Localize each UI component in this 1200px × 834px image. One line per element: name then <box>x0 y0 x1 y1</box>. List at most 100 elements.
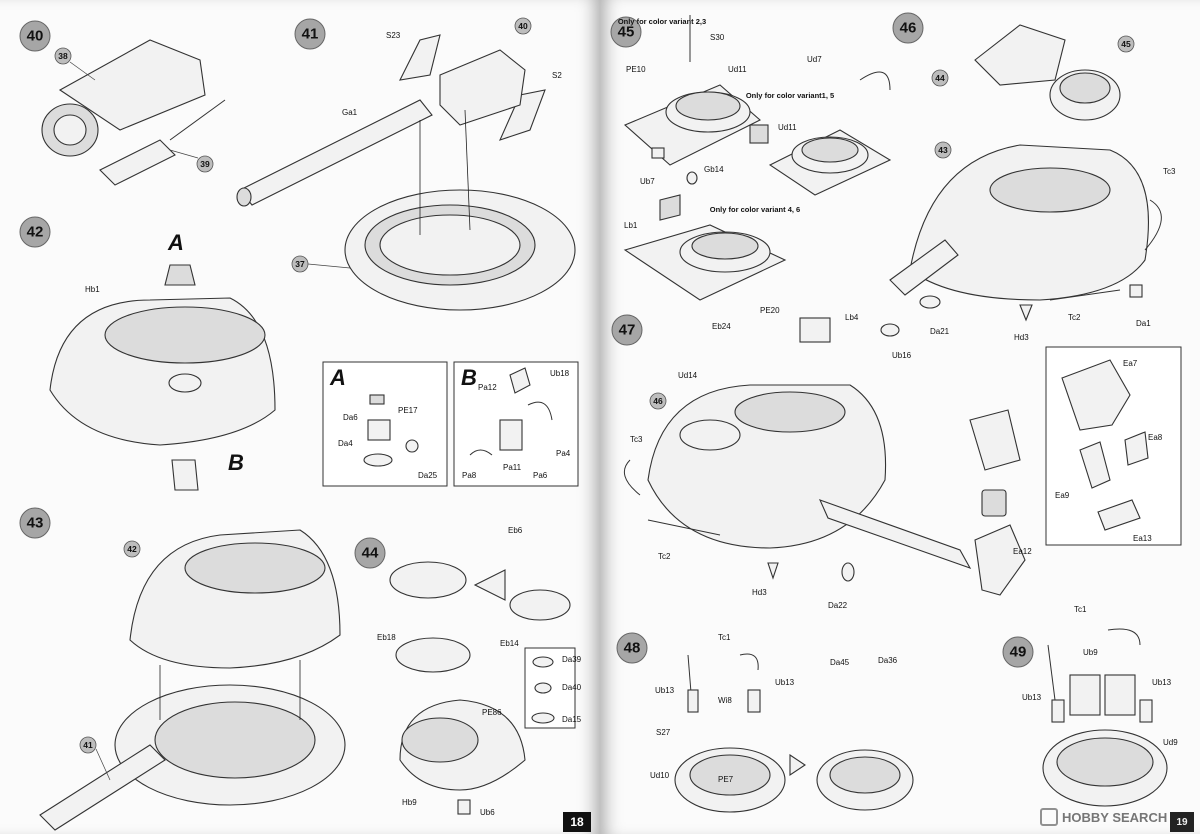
label-eb24: Eb24 <box>712 322 731 331</box>
step-40-badge <box>19 20 51 52</box>
cupola-46 <box>679 419 741 451</box>
cupola-ring-lb1-inner <box>691 232 759 260</box>
callout-b: B <box>228 450 244 475</box>
label-ud9: Ud9 <box>1163 738 1178 747</box>
label-pe7: PE7 <box>718 775 734 784</box>
label-ea8: Ea8 <box>1148 433 1163 442</box>
ref-41-badge <box>79 736 97 754</box>
label-tc1: Tc1 <box>718 633 731 642</box>
ref-39-badge <box>196 155 214 173</box>
cupola-ring-ud11-b-inner <box>801 137 859 163</box>
label-ea13: Ea13 <box>1133 534 1152 543</box>
coax-mg <box>99 139 176 186</box>
breech-block <box>439 49 526 126</box>
watermark-text: HOBBY SEARCH <box>1062 809 1168 825</box>
label-ub18: Ub18 <box>550 369 570 378</box>
turret-shell-opening <box>184 542 326 594</box>
ub13-left <box>687 689 699 713</box>
step-43-number: 43 <box>27 515 44 532</box>
label-pa6: Pa6 <box>533 471 548 480</box>
gb14-part <box>686 171 698 185</box>
label-pa11: Pa11 <box>503 463 522 472</box>
leader-39 <box>169 149 199 159</box>
hobby-search-logo-icon <box>1040 808 1058 826</box>
da4-part <box>363 453 393 467</box>
hatch-ub9-left <box>1069 674 1101 716</box>
detail-a-letter: A <box>329 365 346 390</box>
left-page: 40 38 39 41 S23 S2 Ga1 40 37 <box>0 0 600 834</box>
step-48: 48 Tc1 Ub13 Ub13 Wi8 S27 Ud10 PE7 Da45 D… <box>616 632 914 813</box>
alt-arrow-icon-47 <box>981 489 1007 517</box>
da6-part <box>367 419 391 441</box>
tc3-rail <box>623 459 641 496</box>
tc2-rail <box>647 519 721 536</box>
da22-part <box>841 562 855 582</box>
label-s2: S2 <box>552 71 562 80</box>
label-eb18: Eb18 <box>377 633 396 642</box>
pa12-part <box>509 367 531 394</box>
label-da36: Da36 <box>878 656 898 665</box>
label-eb14: Eb14 <box>500 639 519 648</box>
right-page: 45 Only for color variant 2,3 S30 PE10 U… <box>600 0 1200 834</box>
label-da21: Da21 <box>930 327 950 336</box>
mantlet-ea8 <box>1124 431 1149 466</box>
label-tc1-49: Tc1 <box>1074 605 1087 614</box>
detail-b-letter: B <box>461 365 477 390</box>
label-pe10: PE10 <box>626 65 646 74</box>
hd3-part-47 <box>767 562 779 580</box>
hatch-assembled-inner <box>829 756 901 794</box>
edge-page-number: 19 <box>1170 812 1194 832</box>
label-ub13-left: Ub13 <box>655 686 675 695</box>
tc1-handle-right <box>739 653 759 671</box>
step-44-badge <box>354 537 386 569</box>
label-tc2: Tc2 <box>1068 313 1081 322</box>
da15-part <box>531 712 555 724</box>
ref-39: 39 <box>200 159 210 169</box>
label-pe20: PE20 <box>760 306 780 315</box>
lb4-part <box>799 317 831 343</box>
label-hb9: Hb9 <box>402 798 417 807</box>
leader-37 <box>307 263 351 269</box>
label-s30: S30 <box>710 33 725 42</box>
label-da39: Da39 <box>562 655 582 664</box>
direction-arrow <box>473 569 506 601</box>
step-43: 43 42 41 <box>19 507 346 831</box>
label-hb1: Hb1 <box>85 285 100 294</box>
ub6-part <box>457 799 471 815</box>
label-tc3: Tc3 <box>1163 167 1176 176</box>
da39-part <box>532 656 554 668</box>
ref-42-badge <box>123 540 141 558</box>
da1-part <box>1129 284 1143 298</box>
label-ud10: Ud10 <box>650 771 670 780</box>
hobby-search-watermark: HOBBY SEARCH <box>1040 806 1167 828</box>
da40-part <box>534 682 552 694</box>
pe17-part <box>369 394 385 405</box>
step-42-badge <box>19 216 51 248</box>
mantlet-half-s23 <box>399 34 441 81</box>
gun-mantlet-bore <box>53 114 87 146</box>
label-eb6: Eb6 <box>508 526 523 535</box>
label-da4: Da4 <box>338 439 353 448</box>
ud7-part <box>859 71 891 91</box>
da21-part <box>919 295 941 309</box>
step-49-badge <box>1002 636 1034 668</box>
step-46: 46 44 45 43 Tc3 Da21 Ub16 Hd3 Tc2 Da1 <box>880 12 1176 360</box>
mantlet-cover <box>969 409 1021 471</box>
label-ga1: Ga1 <box>342 108 358 117</box>
mantlet-half-s2 <box>498 89 546 141</box>
main-gun <box>818 499 972 570</box>
step-47: 47 46 PE20 Lb4 Eb24 Ud14 Tc3 Tc2 Hd3 Da2… <box>611 306 1182 610</box>
step-44: 44 Eb6 Eb18 Eb14 Da39 Da40 Da15 PE86 Hb9… <box>354 526 582 817</box>
label-pa4: Pa4 <box>556 449 571 458</box>
label-s27: S27 <box>656 728 671 737</box>
ref-45: 45 <box>1121 39 1131 49</box>
label-ud11: Ud11 <box>728 65 747 74</box>
label-hd3-47: Hd3 <box>752 588 767 597</box>
ref-46-badge <box>649 392 667 410</box>
hd3-part <box>1019 304 1033 322</box>
label-gb14: Gb14 <box>704 165 724 174</box>
mantlet-ea9 <box>1079 441 1111 489</box>
label-ud11-b: Ud11 <box>778 123 797 132</box>
step-49-number: 49 <box>1010 644 1027 661</box>
label-da25: Da25 <box>418 471 438 480</box>
